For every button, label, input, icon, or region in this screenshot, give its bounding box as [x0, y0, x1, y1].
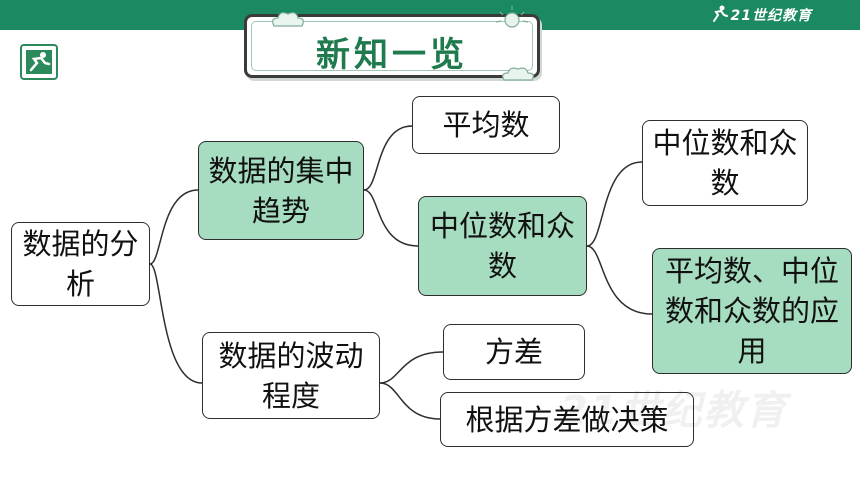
page-title: 新知一览 [316, 35, 468, 75]
sun-decoration-icon [495, 6, 529, 28]
median-mode-label: 中位数和众数 [429, 209, 575, 283]
root-node: 数据的分析 [11, 222, 150, 306]
application-label: 平均数、中位数和众数的应用 [664, 254, 839, 368]
watermark: 21世纪教育 [560, 388, 788, 434]
decision-label: 根据方差做决策 [465, 402, 669, 437]
central-tendency-node: 数据的集中趋势 [198, 141, 364, 240]
runner-logo-icon [712, 5, 728, 22]
brand-logo: 21世纪教育 [712, 5, 812, 25]
root-node-label: 数据的分析 [22, 227, 139, 301]
mean-label: 平均数 [442, 108, 530, 142]
brand-text: 21世纪教育 [730, 8, 812, 24]
cloud-decoration-icon [502, 67, 534, 81]
mean-node: 平均数 [412, 96, 560, 154]
median-mode-concept-node: 中位数和众数 [642, 120, 808, 206]
median-mode-concept-label: 中位数和众数 [652, 126, 798, 200]
application-node: 平均数、中位数和众数的应用 [652, 248, 852, 374]
median-mode-node: 中位数和众数 [418, 196, 587, 296]
dispersion-label: 数据的波动程度 [218, 338, 364, 413]
dispersion-node: 数据的波动程度 [202, 332, 380, 419]
runner-icon [20, 44, 58, 80]
cloud-decoration-icon [272, 12, 304, 27]
variance-label: 方差 [484, 335, 543, 369]
central-tendency-label: 数据的集中趋势 [208, 153, 354, 228]
variance-node: 方差 [443, 324, 585, 380]
decision-node: 根据方差做决策 [440, 392, 694, 447]
title-card-inner-border [251, 21, 533, 71]
